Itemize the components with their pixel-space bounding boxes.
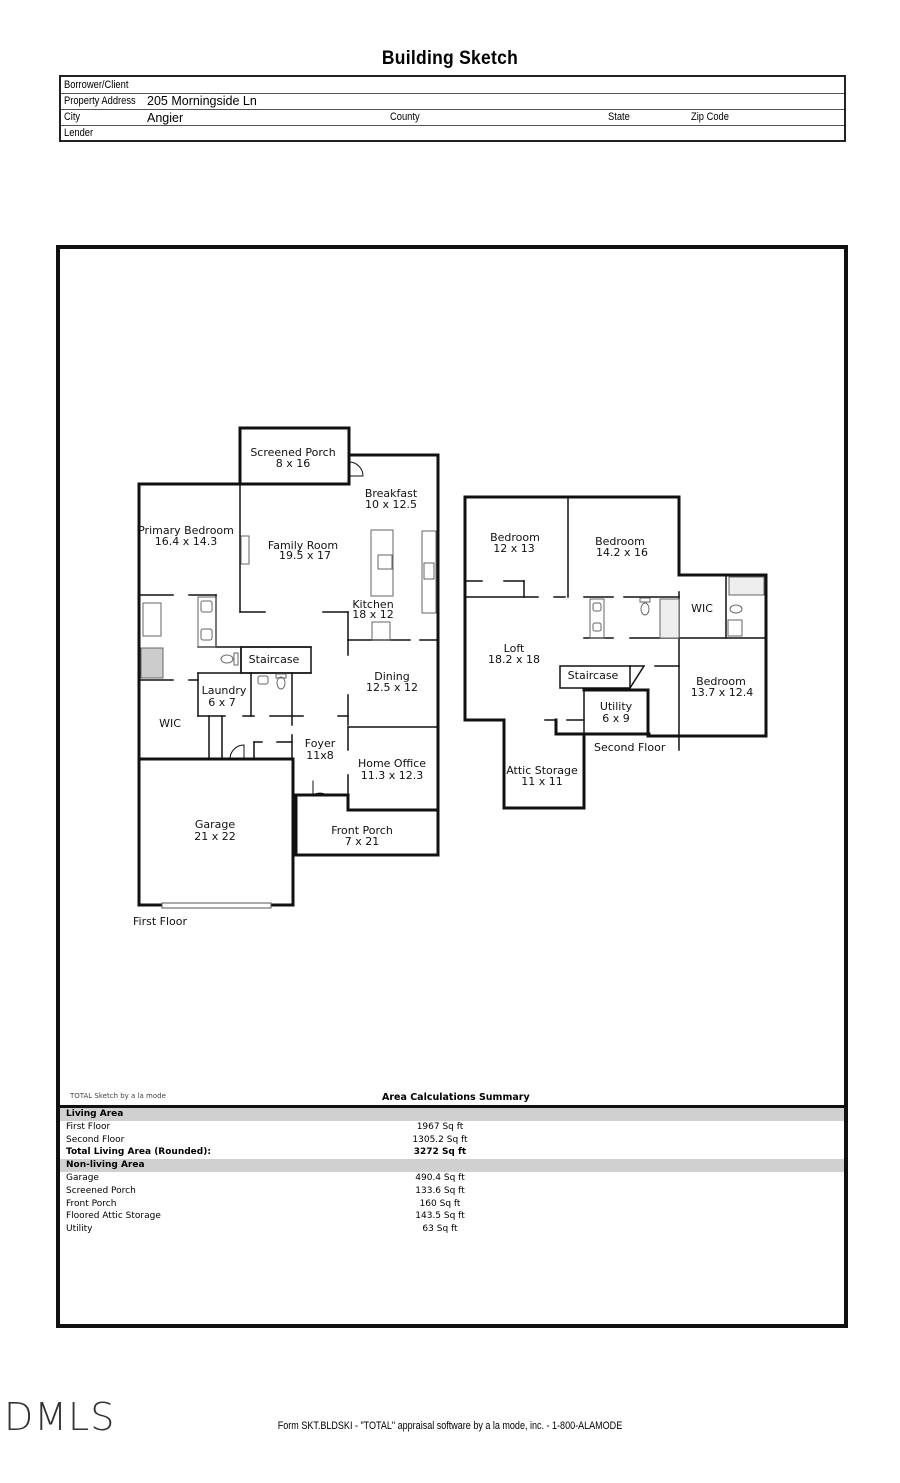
table-row: Front Porch 160 Sq ft: [66, 1198, 461, 1209]
table-row: Utility 63 Sq ft: [66, 1224, 458, 1235]
sketch-frame: [56, 245, 848, 1328]
room-dining: Dining: [374, 670, 410, 683]
svg-text:19.5 x 17: 19.5 x 17: [279, 549, 331, 562]
second-floor-label: Second Floor: [594, 741, 666, 754]
page-title: Building Sketch: [381, 48, 519, 69]
svg-text:11 x 11: 11 x 11: [521, 775, 563, 788]
city-label: City: [64, 111, 81, 123]
state-label: State: [608, 111, 630, 123]
property-header-table: Borrower/Client Property Address 205 Mor…: [59, 75, 846, 142]
table-row: First Floor 1967 Sq ft: [66, 1121, 464, 1132]
svg-text:21 x 22: 21 x 22: [194, 830, 236, 843]
svg-text:6 x 9: 6 x 9: [602, 712, 630, 725]
software-credit: TOTAL Sketch by a la mode: [70, 1092, 166, 1100]
room-bedroom-1: Bedroom: [490, 531, 540, 544]
borrower-label: Borrower/Client: [64, 79, 129, 91]
room-primary-bedroom: Primary Bedroom: [138, 524, 234, 537]
svg-text:16.4 x 14.3: 16.4 x 14.3: [155, 535, 218, 548]
first-floor-label: First Floor: [133, 915, 187, 928]
borrower-row: Borrower/Client: [61, 77, 844, 94]
area-summary-table: Living Area First Floor 1967 Sq ft Secon…: [60, 1108, 844, 1236]
svg-text:14.2 x 16: 14.2 x 16: [596, 546, 648, 559]
room-home-office: Home Office: [358, 757, 426, 770]
room-attic-storage: Attic Storage: [506, 764, 578, 777]
svg-text:6 x 7: 6 x 7: [208, 696, 236, 709]
room-family-room: Family Room: [268, 539, 338, 552]
room-garage: Garage: [195, 818, 236, 831]
room-utility: Utility: [600, 700, 633, 713]
room-bedroom-2: Bedroom: [595, 535, 645, 548]
svg-text:13.7 x 12.4: 13.7 x 12.4: [691, 686, 754, 699]
floor-plan-sketch: Screened Porch 8 x 16 Breakfast 10 x 12.…: [133, 426, 768, 928]
svg-text:18.2 x 18: 18.2 x 18: [488, 653, 540, 666]
room-wic-first: WIC: [159, 717, 181, 730]
room-kitchen: Kitchen: [352, 598, 393, 611]
county-label: County: [390, 111, 420, 123]
svg-text:12.5 x 12: 12.5 x 12: [366, 681, 418, 694]
room-labels: Screened Porch 8 x 16 Breakfast 10 x 12.…: [133, 446, 753, 928]
room-staircase-second: Staircase: [568, 669, 619, 682]
svg-text:7 x 21: 7 x 21: [345, 835, 380, 848]
room-screened-porch: Screened Porch: [250, 446, 335, 459]
table-row: Garage 490.4 Sq ft: [66, 1172, 465, 1183]
summary-title: Area Calculations Summary: [382, 1092, 530, 1103]
city-value: Angier: [147, 111, 184, 125]
table-row-total: Total Living Area (Rounded): 3272 Sq ft: [66, 1147, 467, 1158]
svg-text:10 x 12.5: 10 x 12.5: [365, 498, 417, 511]
svg-text:8 x 16: 8 x 16: [276, 457, 311, 470]
room-bedroom-3: Bedroom: [696, 675, 746, 688]
room-foyer: Foyer: [305, 737, 336, 750]
city-row: City Angier County State Zip Code: [61, 109, 844, 126]
room-laundry: Laundry: [202, 684, 247, 697]
room-staircase-first: Staircase: [249, 653, 300, 666]
lender-label: Lender: [64, 127, 94, 139]
room-front-porch: Front Porch: [331, 824, 393, 837]
summary-divider: [60, 1105, 845, 1108]
svg-text:12 x 13: 12 x 13: [493, 542, 535, 555]
svg-text:11.3 x 12.3: 11.3 x 12.3: [361, 769, 424, 782]
address-value: 205 Morningside Ln: [147, 94, 257, 108]
address-row: Property Address 205 Morningside Ln: [61, 93, 844, 110]
room-loft: Loft: [504, 642, 525, 655]
dmls-watermark-logo: DMLS: [4, 1395, 116, 1439]
svg-text:11x8: 11x8: [306, 749, 334, 762]
form-footer: Form SKT.BLDSKI - "TOTAL" appraisal soft…: [277, 1420, 623, 1432]
first-floor-plan: [137, 426, 440, 909]
table-row: Second Floor 1305.2 Sq ft: [66, 1134, 468, 1145]
table-row: Floored Attic Storage 143.5 Sq ft: [66, 1211, 465, 1222]
address-label: Property Address: [64, 95, 136, 107]
zip-label: Zip Code: [691, 111, 729, 123]
svg-text:18 x 12: 18 x 12: [352, 608, 394, 621]
lender-row: Lender: [61, 125, 844, 140]
room-wic-second: WIC: [691, 602, 713, 615]
table-row-non-living-area: Non-living Area: [60, 1159, 844, 1172]
room-breakfast: Breakfast: [365, 487, 418, 500]
table-row: Screened Porch 133.6 Sq ft: [66, 1185, 465, 1196]
table-row-living-area: Living Area: [60, 1108, 844, 1121]
second-floor-plan: [463, 495, 768, 810]
